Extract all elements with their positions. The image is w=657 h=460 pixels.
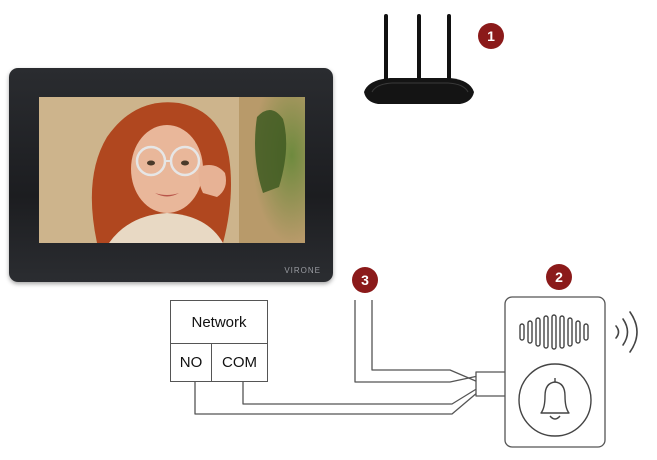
cable-wire-2 xyxy=(371,300,510,383)
router xyxy=(360,14,478,106)
monitor-screen xyxy=(39,97,305,243)
cable-bundle xyxy=(475,371,511,397)
marker-2: 2 xyxy=(546,264,572,290)
call-button xyxy=(518,363,592,437)
indoor-monitor: VIRONE xyxy=(9,68,333,282)
router-icon xyxy=(364,14,474,104)
video-call-image xyxy=(39,97,305,243)
relay-network-label: Network xyxy=(171,301,267,344)
relay-box: Network NO COM xyxy=(170,300,268,382)
monitor-brand: VIRONE xyxy=(284,266,321,275)
relay-no-terminal: NO xyxy=(171,343,212,382)
com-wire xyxy=(242,382,510,405)
speaker-grille-icon xyxy=(519,314,589,350)
marker-3: 3 xyxy=(352,267,378,293)
bell-icon xyxy=(540,378,570,420)
marker-1: 1 xyxy=(478,23,504,49)
sound-waves-icon xyxy=(615,311,638,353)
relay-com-terminal: COM xyxy=(222,354,257,371)
outdoor-station xyxy=(504,296,606,448)
